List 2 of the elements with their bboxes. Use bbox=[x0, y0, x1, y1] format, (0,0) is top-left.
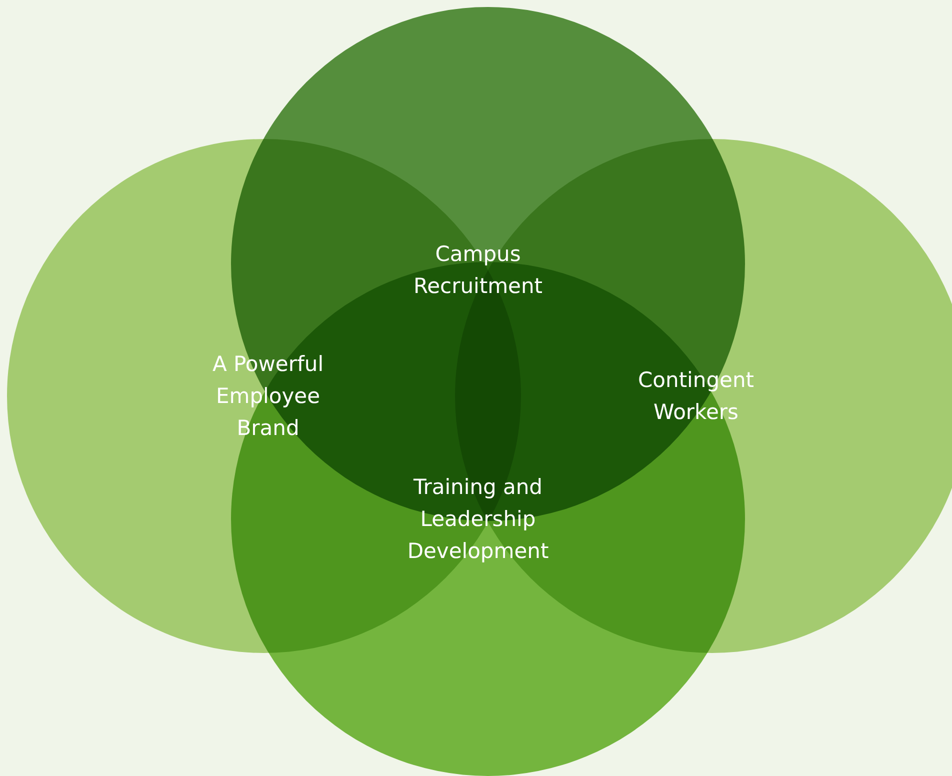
circle-label: Training and Leadership Development bbox=[406, 474, 550, 565]
circle-label: Campus Recruitment bbox=[412, 241, 544, 300]
